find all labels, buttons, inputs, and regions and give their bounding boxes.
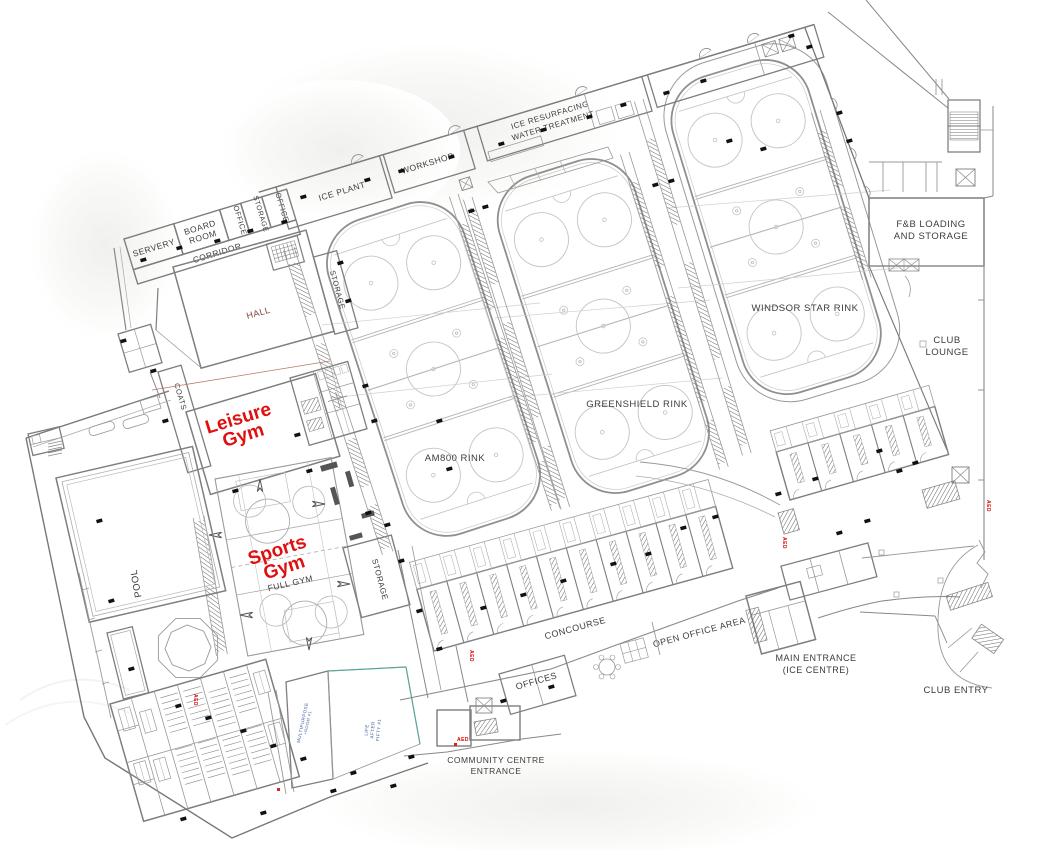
svg-text:AED: AED	[781, 537, 787, 549]
svg-text:CLUB ENTRY: CLUB ENTRY	[923, 685, 988, 696]
svg-text:AM800 RINK: AM800 RINK	[425, 453, 486, 464]
svg-text:AED: AED	[457, 737, 469, 743]
svg-text:POOL: POOL	[129, 568, 145, 598]
svg-text:LOUNGE: LOUNGE	[925, 347, 968, 358]
svg-text:GREENSHIELD RINK: GREENSHIELD RINK	[586, 399, 688, 410]
svg-text:AED: AED	[192, 694, 198, 706]
svg-text:COMMUNITY CENTRE: COMMUNITY CENTRE	[447, 755, 545, 765]
svg-text:(ICE CENTRE): (ICE CENTRE)	[783, 665, 850, 675]
svg-text:CLUB: CLUB	[933, 335, 960, 346]
svg-text:MAIN ENTRANCE: MAIN ENTRANCE	[775, 653, 856, 663]
svg-text:AED: AED	[468, 650, 474, 662]
svg-text:AED: AED	[985, 500, 991, 512]
svg-text:LIFE: LIFE	[364, 724, 370, 736]
svg-text:FIFTY #1: FIFTY #1	[375, 718, 382, 741]
svg-text:WINDSOR STAR RINK: WINDSOR STAR RINK	[751, 303, 858, 314]
svg-text:ENTRANCE: ENTRANCE	[471, 766, 522, 776]
svg-text:AFTER: AFTER	[369, 721, 376, 739]
svg-text:AND STORAGE: AND STORAGE	[894, 231, 968, 242]
svg-text:+ROOM #1: +ROOM #1	[303, 710, 313, 735]
svg-text:F&B LOADING: F&B LOADING	[896, 219, 965, 230]
